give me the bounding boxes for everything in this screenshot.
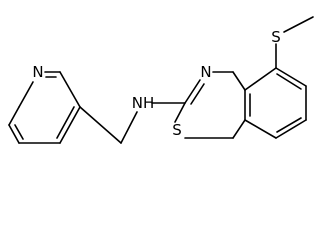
bond: [283, 16, 314, 33]
bond: [190, 83, 205, 105]
thioether-sulfur-label: S: [271, 28, 281, 46]
bond: [232, 119, 246, 139]
bond: [174, 102, 186, 123]
methylene-linker: [79, 106, 138, 144]
bond: [14, 124, 24, 140]
bond: [120, 111, 138, 144]
amine-label: NH: [132, 94, 155, 112]
bond: [8, 124, 20, 144]
bond: [276, 117, 302, 133]
bond: [56, 106, 75, 139]
thiazole-nitrogen-label: N: [200, 63, 211, 81]
bond: [59, 71, 81, 108]
bond: [244, 67, 277, 91]
bond: [244, 119, 277, 139]
bond: [59, 106, 81, 144]
bond: [276, 73, 302, 90]
bond: [8, 106, 20, 126]
bond: [79, 106, 122, 144]
pyridine-nitrogen-label: N: [32, 63, 43, 81]
bond: [275, 119, 307, 139]
pyridine-ring: [8, 71, 81, 144]
methylthio-group: [275, 16, 314, 69]
structure-diagram: N NH N S S: [8, 16, 314, 144]
benzothiazole-ring: [174, 67, 307, 139]
bond: [232, 71, 246, 91]
bond: [184, 79, 201, 104]
thiazole-sulfur-label: S: [172, 121, 182, 139]
bond: [275, 67, 307, 87]
bond: [18, 81, 34, 108]
